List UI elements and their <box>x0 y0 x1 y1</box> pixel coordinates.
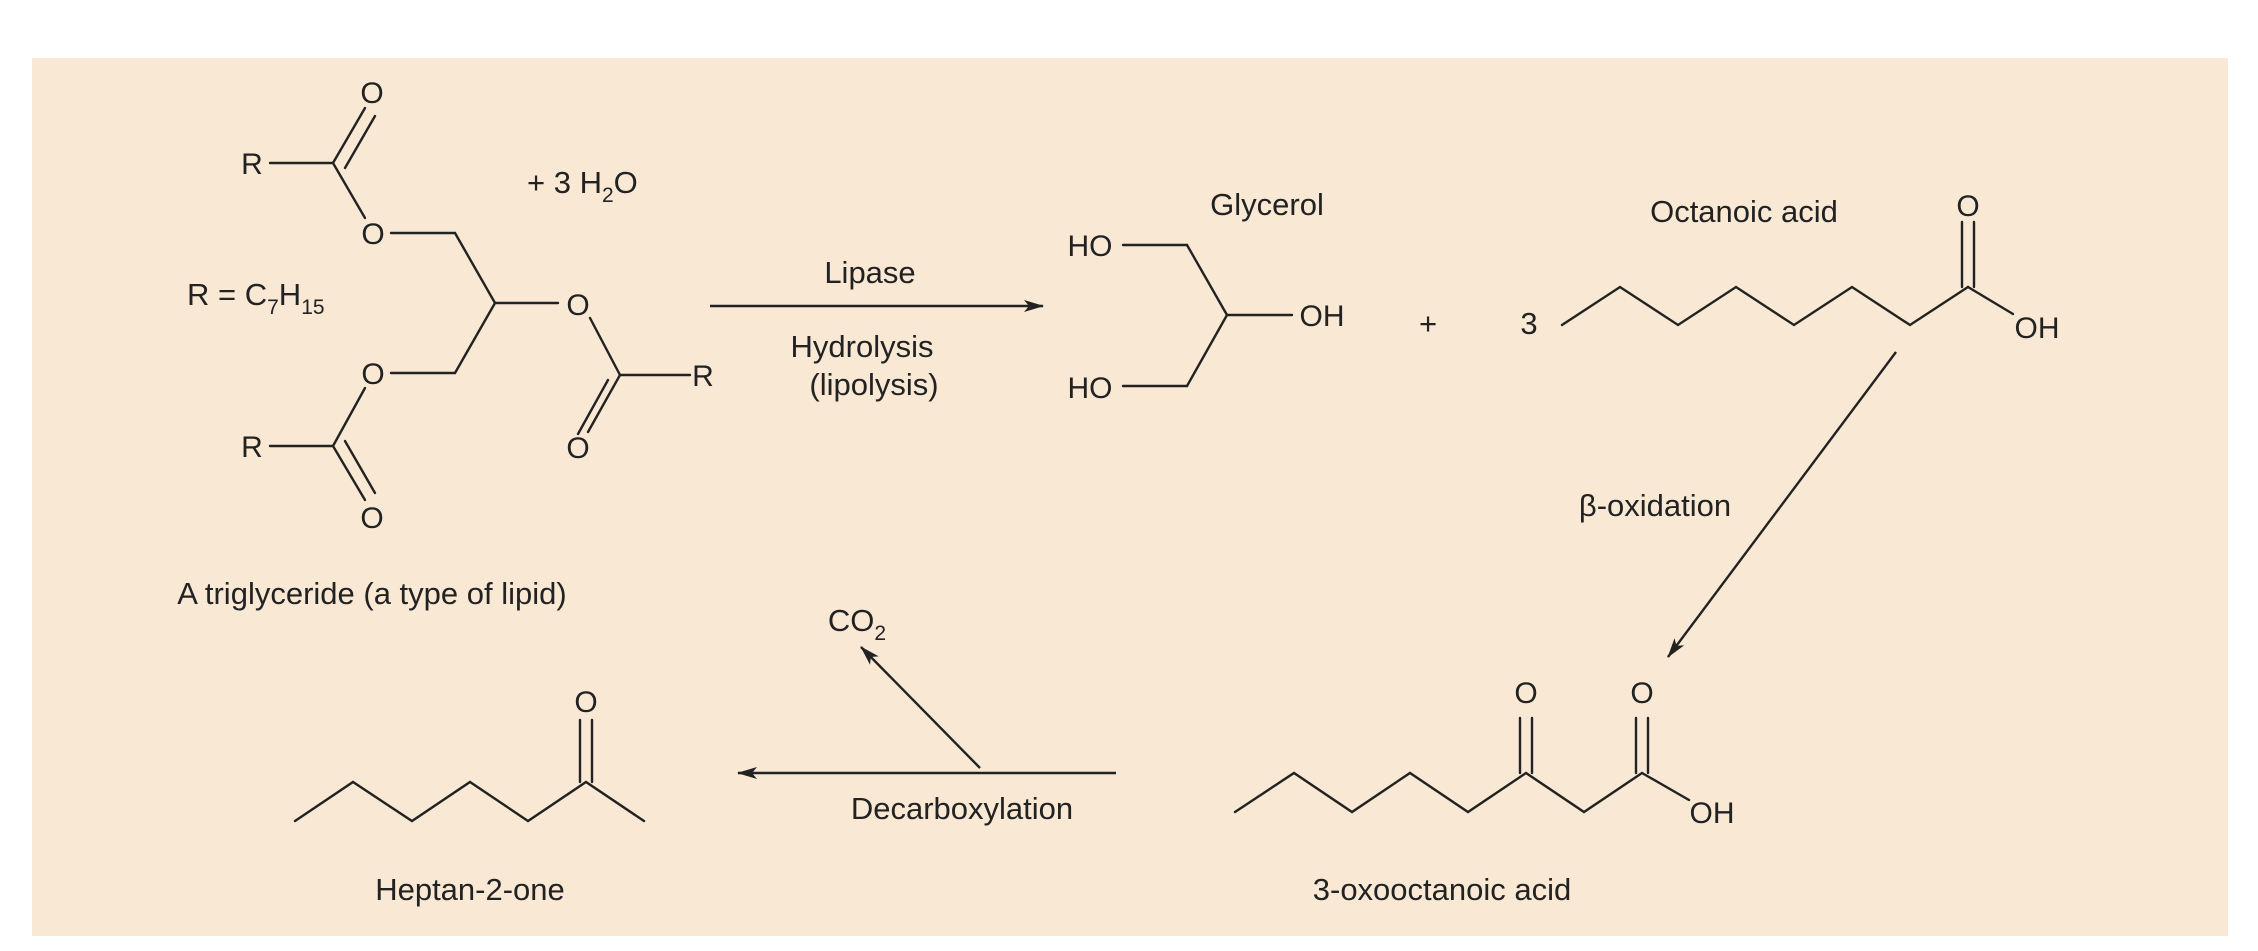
triglyceride-caption: A triglyceride (a type of lipid) <box>177 576 566 611</box>
carbonyl-oxygen-bottom: O <box>360 502 383 535</box>
acid-carbonyl-oxygen: O <box>1630 677 1653 710</box>
heptanone-structure: O <box>293 686 646 823</box>
water-reagent: + 3 H2O <box>527 165 638 207</box>
heptanone-caption: Heptan-2-one <box>375 872 565 907</box>
diagram-panel <box>32 58 2228 936</box>
keto-oxygen: O <box>1514 677 1537 710</box>
r-group-right: R <box>692 360 714 393</box>
beta-oxidation-arrow <box>1667 351 1897 658</box>
octanoic-acid-title: Octanoic acid <box>1650 194 1838 229</box>
oxooctanoic-acid-structure: O O OH <box>1233 677 1735 830</box>
glycerol-structure: HO OH HO <box>1068 230 1345 405</box>
hydroxyl-bottom: HO <box>1068 372 1113 405</box>
co2-release-arrow <box>860 646 981 769</box>
ester-oxygen-top: O <box>361 218 384 251</box>
hydroxyl-top: HO <box>1068 230 1113 263</box>
lipase-label: Lipase <box>824 255 915 290</box>
stoichiometric-coefficient: 3 <box>1520 306 1537 341</box>
r-group-definition: R = C7H15 <box>187 277 325 319</box>
beta-oxidation-label: β-oxidation <box>1579 488 1731 523</box>
glycerol-title: Glycerol <box>1210 187 1324 222</box>
co2-label: CO2 <box>828 603 886 645</box>
oxooctanoic-caption: 3-oxooctanoic acid <box>1313 872 1572 907</box>
acid-hydroxyl: OH <box>1690 797 1735 830</box>
octanoic-hydroxyl: OH <box>2015 312 2060 345</box>
r-group-bottom: R <box>241 431 263 464</box>
triglyceride-structure: O R O O R O O R O <box>241 77 714 535</box>
r-group-top: R <box>241 148 263 181</box>
ketone-oxygen: O <box>574 686 597 719</box>
hydroxyl-middle: OH <box>1300 300 1345 333</box>
ester-oxygen-bottom: O <box>361 358 384 391</box>
hydrolysis-label: Hydrolysis <box>791 329 934 364</box>
decarboxylation-label: Decarboxylation <box>851 791 1073 826</box>
carbonyl-oxygen-right: O <box>566 432 589 465</box>
carbonyl-oxygen-top: O <box>360 77 383 110</box>
lipolysis-label: (lipolysis) <box>809 367 938 402</box>
plus-sign: + <box>1419 306 1437 341</box>
octanoic-acid-structure: O OH <box>1560 190 2060 345</box>
ester-oxygen-middle: O <box>566 289 589 322</box>
octanoic-carbonyl-oxygen: O <box>1956 190 1979 223</box>
